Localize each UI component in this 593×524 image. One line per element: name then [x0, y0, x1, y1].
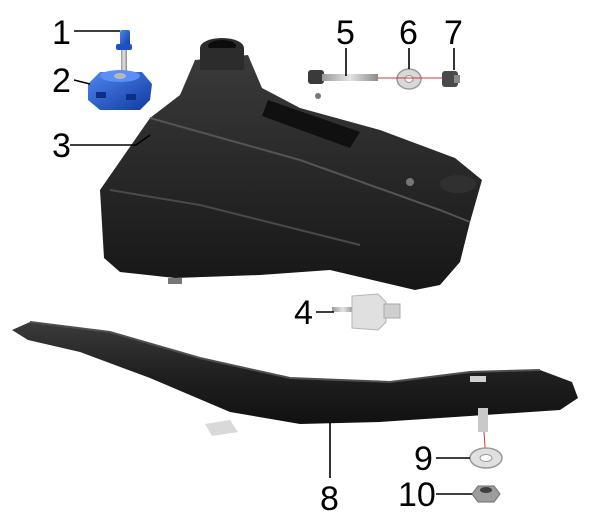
callout-8: 8 [320, 480, 339, 518]
nut-10-part [471, 485, 501, 503]
bolt-7-part [442, 71, 460, 87]
washer-9-part [469, 447, 503, 469]
seat-part [12, 321, 578, 461]
callout-2: 2 [52, 62, 71, 100]
callout-9: 9 [414, 440, 433, 478]
callout-10: 10 [398, 476, 436, 514]
fuel-cap-part [88, 70, 152, 110]
callout-4: 4 [294, 294, 313, 332]
vent-valve-part [116, 30, 132, 74]
fuel-tank-part [100, 38, 482, 290]
callout-5: 5 [336, 14, 355, 52]
callout-7: 7 [444, 14, 463, 52]
bolt-5-part [308, 70, 378, 84]
callout-3: 3 [52, 127, 71, 165]
fuel-valve-part [332, 293, 401, 331]
callout-1: 1 [52, 14, 71, 52]
leader-lines [70, 30, 472, 495]
callout-6: 6 [399, 14, 418, 52]
washer-6-part [396, 68, 422, 90]
